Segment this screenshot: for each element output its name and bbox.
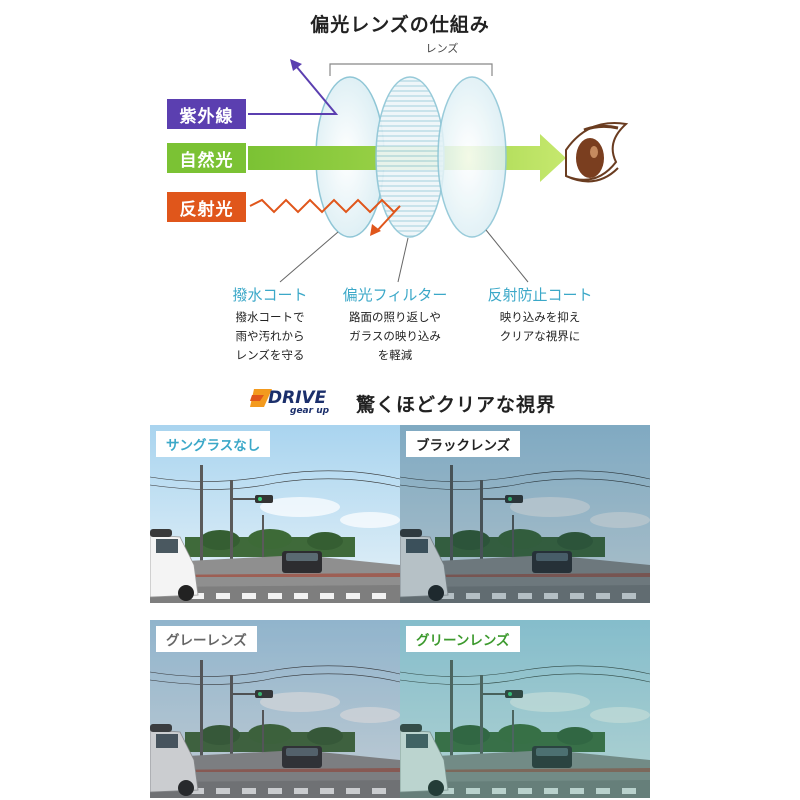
svg-text:gear up: gear up [290,406,330,415]
polarizing-filter-title: 偏光フィルター [342,286,448,304]
road-scene-photo [400,425,650,603]
comparison-headline: 驚くほどクリアな視界 [356,394,557,416]
diagram-title: 偏光レンズの仕組み [310,14,490,36]
lens-bracket [329,63,493,76]
panel-label: ブラックレンズ [406,431,521,457]
natural-light-label: 自然光 [167,143,246,173]
road-scene-photo [150,425,400,603]
reflected-arrowhead [370,224,381,236]
uv-label: 紫外線 [167,99,246,129]
anti-reflection-lens [437,76,507,238]
polarizing-filter-lens [375,76,445,238]
anti-reflection-title: 反射防止コート [487,286,593,304]
pointer-anti-reflection [485,229,529,283]
pointer-polarizing [397,237,409,283]
panel-label: グレーレンズ [156,626,257,652]
road-scene-photo [400,620,650,798]
uv-arrowhead [290,59,302,71]
svg-text:DRIVE: DRIVE [268,388,327,408]
lens-caption: レンズ [425,42,459,55]
black-lens-panel: ブラックレンズ [400,425,650,603]
lens-diagram [248,59,629,283]
no-sunglasses-panel: サングラスなし [150,425,400,603]
drive-gearup-logo: DRIVE gear up [250,388,330,415]
road-scene-photo [150,620,400,798]
polarizing-filter-desc: 路面の照り返しやガラスの映り込みを軽減 [349,310,441,362]
anti-reflection-desc: 映り込みを抑えクリアな視界に [499,310,581,343]
gray-lens-panel: グレーレンズ [150,620,400,798]
reflected-ray [249,198,401,233]
reflected-light-label: 反射光 [167,192,246,222]
water-repellent-title: 撥水コート [232,286,308,304]
uv-ray [248,65,339,115]
eye-icon [565,122,629,183]
panel-label: グリーンレンズ [406,626,520,652]
green-lens-panel: グリーンレンズ [400,620,650,798]
water-repellent-desc: 撥水コートで雨や汚れからレンズを守る [235,310,305,362]
pointer-water-repellent [279,231,339,283]
panel-label: サングラスなし [156,431,271,457]
